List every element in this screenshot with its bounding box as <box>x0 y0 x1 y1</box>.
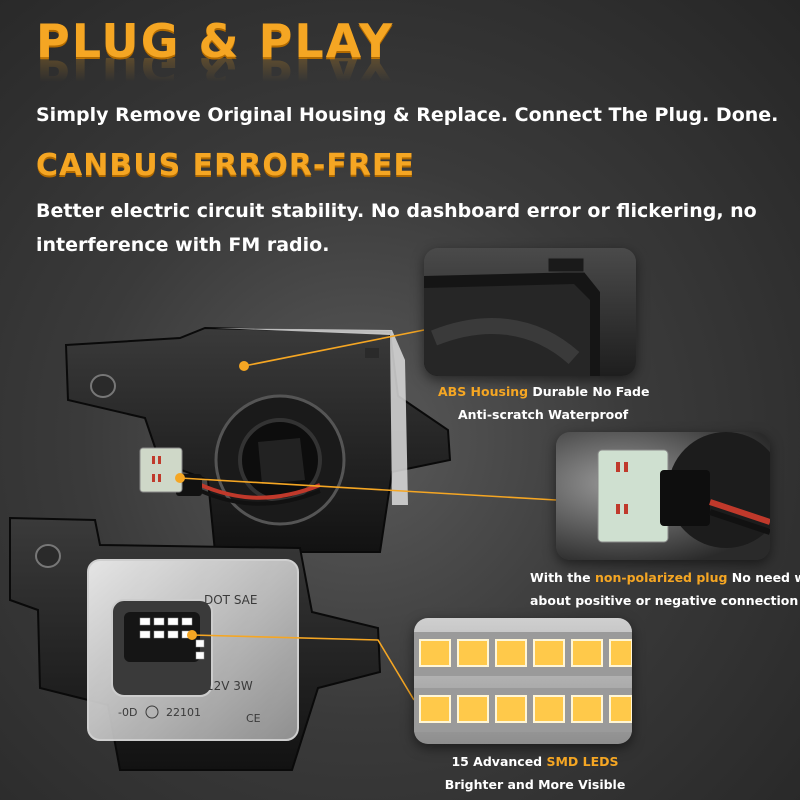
headline-canbus: CANBUS ERROR-FREE <box>36 148 415 183</box>
upper-housing <box>64 326 452 553</box>
headline-plug-play: PLUG & PLAY <box>36 14 395 68</box>
inset-plug-closeup <box>556 432 770 560</box>
intro-text: Simply Remove Original Housing & Replace… <box>36 104 779 126</box>
caption-leds-highlight: SMD LEDS <box>546 754 619 769</box>
caption-plug-prefix: With the <box>530 570 596 585</box>
inset-leds-closeup <box>414 618 632 744</box>
callout-dot-plug <box>175 473 185 483</box>
callout-dot-leds <box>187 630 197 640</box>
caption-housing-highlight: ABS Housing <box>438 384 529 399</box>
recycle-mark <box>145 705 159 719</box>
caption-leds-line1: 15 Advanced SMD LEDS <box>440 754 630 769</box>
callout-lines <box>175 329 557 701</box>
canbus-text-line1: Better electric circuit stability. No da… <box>36 200 757 222</box>
caption-plug-highlight: non-polarized plug <box>595 570 728 585</box>
inset-housing-closeup <box>424 248 636 376</box>
callout-dot-housing <box>239 361 249 371</box>
marking-ce: CE <box>246 712 261 725</box>
callout-line-plug <box>179 477 557 501</box>
canbus-text-line2: interference with FM radio. <box>36 234 330 256</box>
caption-housing-rest: Durable No Fade <box>528 384 650 399</box>
marking-prefix: -0D <box>118 706 137 719</box>
caption-leds-line2: Brighter and More Visible <box>444 777 626 792</box>
caption-plug-line1: With the non-polarized plug No need worr… <box>530 570 800 585</box>
caption-plug-rest: No need worry <box>731 570 800 585</box>
callout-line-housing <box>243 329 425 367</box>
plug-closeup-image <box>597 432 770 548</box>
caption-leds: 15 Advanced SMD LEDS Brighter and More V… <box>440 754 630 792</box>
caption-plug-line2: about positive or negative connection <box>530 593 799 608</box>
marking-voltage: 12V 3W <box>206 679 253 693</box>
caption-leds-prefix: 15 Advanced <box>451 754 547 769</box>
marking-code: 22101 <box>166 706 201 719</box>
caption-plug: With the non-polarized plug No need worr… <box>530 570 800 608</box>
caption-housing-line1: ABS Housing Durable No Fade <box>438 384 649 399</box>
caption-housing-line2: Anti-scratch Waterproof <box>458 407 629 422</box>
caption-housing: ABS Housing Durable No Fade Anti-scratch… <box>438 384 649 422</box>
marking-dot: DOT SAE <box>204 593 257 607</box>
leds-closeup-image <box>414 632 632 732</box>
callout-line-leds <box>191 634 415 701</box>
lower-housing <box>9 516 382 771</box>
housing-closeup-image <box>424 257 600 376</box>
